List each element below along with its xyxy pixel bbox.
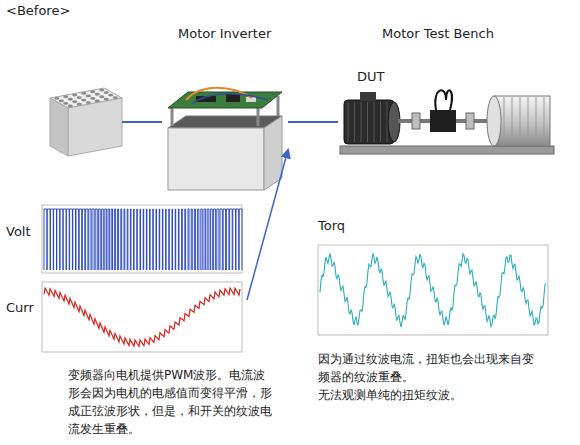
inverter-illustration xyxy=(168,88,282,190)
supply-hole xyxy=(86,95,91,98)
board-post xyxy=(277,96,280,116)
supply-hole xyxy=(90,97,95,100)
dynamometer-fin xyxy=(520,97,521,145)
pointer-arrow xyxy=(247,150,288,300)
motor-fin xyxy=(361,102,362,142)
supply-hole xyxy=(77,96,82,99)
control-board xyxy=(168,92,282,108)
motor-fin xyxy=(374,102,375,142)
supply-hole xyxy=(99,89,104,92)
inverter-top xyxy=(168,116,282,128)
volt-chart: Volt xyxy=(4,200,244,278)
motor-terminal-box xyxy=(360,92,376,101)
dynamometer-fin xyxy=(544,97,545,145)
inverter-label: Motor Inverter xyxy=(178,26,271,41)
note-text: 因为通过纹波电流，扭矩也会出现来自变频器的纹波重叠。 xyxy=(318,350,540,386)
pwm-waveform xyxy=(44,209,242,270)
torq-chart: Torq xyxy=(315,218,551,338)
supply-hole xyxy=(81,99,86,102)
supply-holes xyxy=(54,89,118,108)
waveforms xyxy=(44,209,546,346)
dynamometer-fins xyxy=(504,97,544,145)
dynamometer xyxy=(494,96,550,146)
supply-hole xyxy=(59,100,64,103)
supply-hole xyxy=(77,103,82,106)
dut-label: DUT xyxy=(357,69,384,84)
torque-sensor xyxy=(430,110,456,132)
dynamometer-fin xyxy=(528,97,529,145)
motor-fin xyxy=(348,102,349,142)
note-text: 变频器向电机提供PWM波形。电流波形会因为电机的电感值而变得平滑，形成正弦波形状… xyxy=(68,366,274,438)
supply-side xyxy=(50,98,68,156)
torq-chart-frame xyxy=(318,245,548,335)
bench-label: Motor Test Bench xyxy=(382,26,494,41)
cable-connector xyxy=(288,121,338,123)
supply-hole xyxy=(63,95,68,98)
supply-hole xyxy=(104,91,109,94)
supply-hole xyxy=(72,100,77,103)
power-cable xyxy=(122,121,162,123)
board-chip xyxy=(226,94,240,102)
sensor-cable xyxy=(435,90,452,110)
board-post xyxy=(257,108,260,126)
note-text: 无法观测单纯的扭矩纹波。 xyxy=(318,386,540,404)
dynamometer-fin xyxy=(512,97,513,145)
test-bench-illustration xyxy=(340,90,554,154)
dynamometer-fin xyxy=(504,97,505,145)
supply-hole xyxy=(95,100,100,103)
supply-hole xyxy=(63,102,68,105)
section-title: <Before> xyxy=(6,2,70,20)
inverter-node: Motor Inverter xyxy=(160,26,288,194)
supply-hole xyxy=(108,94,113,97)
current-waveform xyxy=(44,288,240,346)
curr-chart-frame xyxy=(42,282,242,352)
dynamometer-end xyxy=(487,96,501,146)
inverter-side xyxy=(264,116,282,190)
supply-hole xyxy=(54,97,59,100)
motor-body xyxy=(344,100,394,144)
motor-fin xyxy=(380,102,381,142)
bench-base xyxy=(340,146,554,154)
power-supply xyxy=(50,88,122,156)
supply-hole xyxy=(99,95,104,98)
volt-chart-frame xyxy=(42,205,242,273)
axis-label: Torq xyxy=(318,218,345,233)
coupling xyxy=(412,113,420,129)
supply-hole xyxy=(104,98,109,101)
supply-front xyxy=(68,98,122,156)
supply-hole xyxy=(72,94,77,97)
motor-fin xyxy=(387,102,388,142)
supply-hole xyxy=(95,93,100,96)
torque-waveform xyxy=(320,253,546,327)
axis-label: Curr xyxy=(6,300,34,315)
motor-fin xyxy=(367,102,368,142)
dynamometer-fin xyxy=(536,97,537,145)
supply-hole xyxy=(81,92,86,95)
board-post xyxy=(171,108,174,126)
motor-fins xyxy=(348,102,387,142)
motor-fin xyxy=(354,102,355,142)
axis-label: Volt xyxy=(6,224,31,239)
board-wire xyxy=(192,94,268,104)
test-bench-node: Motor Test BenchDUT xyxy=(338,26,560,154)
curr-chart: Curr xyxy=(4,280,244,354)
coupling xyxy=(466,113,474,129)
supply-hole xyxy=(68,98,73,101)
inverter-front xyxy=(168,128,264,190)
supply-hole xyxy=(113,96,118,99)
supply-hole xyxy=(68,105,73,108)
supply-hole xyxy=(86,101,91,104)
supply-hole xyxy=(90,90,95,93)
